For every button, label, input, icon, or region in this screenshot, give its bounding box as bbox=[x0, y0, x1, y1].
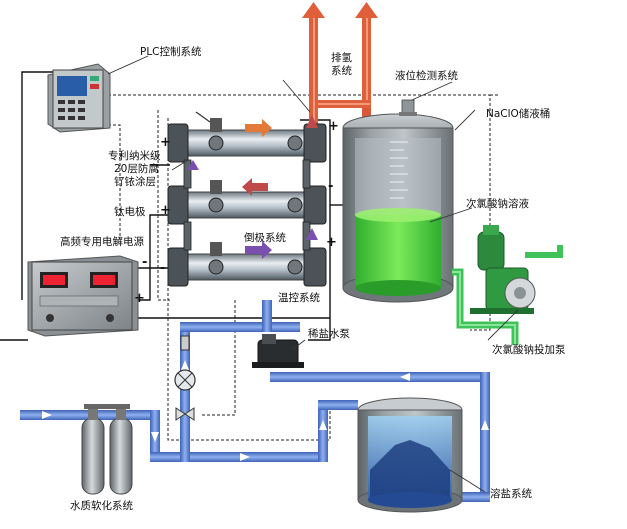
label-plc: PLC控制系统 bbox=[140, 46, 202, 58]
electrolyzer-cell-bottom bbox=[167, 242, 327, 287]
level-sensor bbox=[399, 99, 417, 116]
sign-plus-top-left: + bbox=[160, 135, 171, 150]
sign-minus-right: - bbox=[328, 179, 334, 194]
label-h2-vent-line1: 排氢 bbox=[331, 52, 352, 64]
label-nano-line3: 钌铱涂层 bbox=[114, 176, 156, 188]
label-temp-control: 温控系统 bbox=[278, 292, 320, 304]
brine-pump bbox=[252, 334, 304, 368]
water-flow-arrows bbox=[42, 360, 489, 461]
label-power-supply: 高频专用电解电源 bbox=[60, 236, 144, 248]
label-nano-line2: 20层防腐 bbox=[114, 163, 159, 175]
label-reverse-pole: 倒极系统 bbox=[244, 232, 286, 244]
label-dosing-pump: 次氯酸钠投加泵 bbox=[492, 344, 566, 356]
salt-dissolving-tank bbox=[357, 397, 463, 513]
label-salt-dissolve: 溶盐系统 bbox=[490, 488, 532, 500]
leader-lines bbox=[107, 55, 519, 493]
label-h2-vent-line2: 系统 bbox=[331, 65, 352, 77]
sign-plus-psu: + bbox=[134, 291, 145, 306]
sign-minus-bottom-left: - bbox=[160, 261, 166, 276]
label-brine-pump: 稀盐水泵 bbox=[308, 328, 350, 340]
naclo-storage-tank bbox=[342, 113, 454, 303]
label-level-detect: 液位检测系统 bbox=[395, 70, 458, 82]
label-ti-electrode: 钛电极 bbox=[114, 206, 146, 218]
sign-plus-ti: + bbox=[160, 203, 171, 218]
pressure-gauge-valve bbox=[174, 335, 196, 421]
sign-plus-right: + bbox=[326, 235, 337, 250]
sign-minus-psu: - bbox=[142, 255, 148, 270]
plc-cabinet bbox=[47, 63, 111, 133]
label-naclo-tank: NaClO储液桶 bbox=[486, 108, 551, 120]
label-nano-line1: 专利纳米级 bbox=[108, 150, 161, 162]
electrolyzer-cell-top bbox=[167, 111, 327, 163]
power-wires bbox=[0, 71, 345, 341]
cell-connectors bbox=[183, 159, 311, 251]
label-water-softener: 水质软化系统 bbox=[70, 500, 133, 512]
dosing-pump bbox=[452, 225, 563, 345]
water-pipes bbox=[20, 300, 490, 502]
power-supply-unit bbox=[27, 255, 139, 337]
label-hypo-solution: 次氯酸钠溶液 bbox=[466, 198, 529, 210]
flow-arrows-cells bbox=[187, 115, 318, 259]
water-softener-cylinders bbox=[81, 404, 133, 495]
sign-plus-top-right: + bbox=[328, 119, 339, 134]
